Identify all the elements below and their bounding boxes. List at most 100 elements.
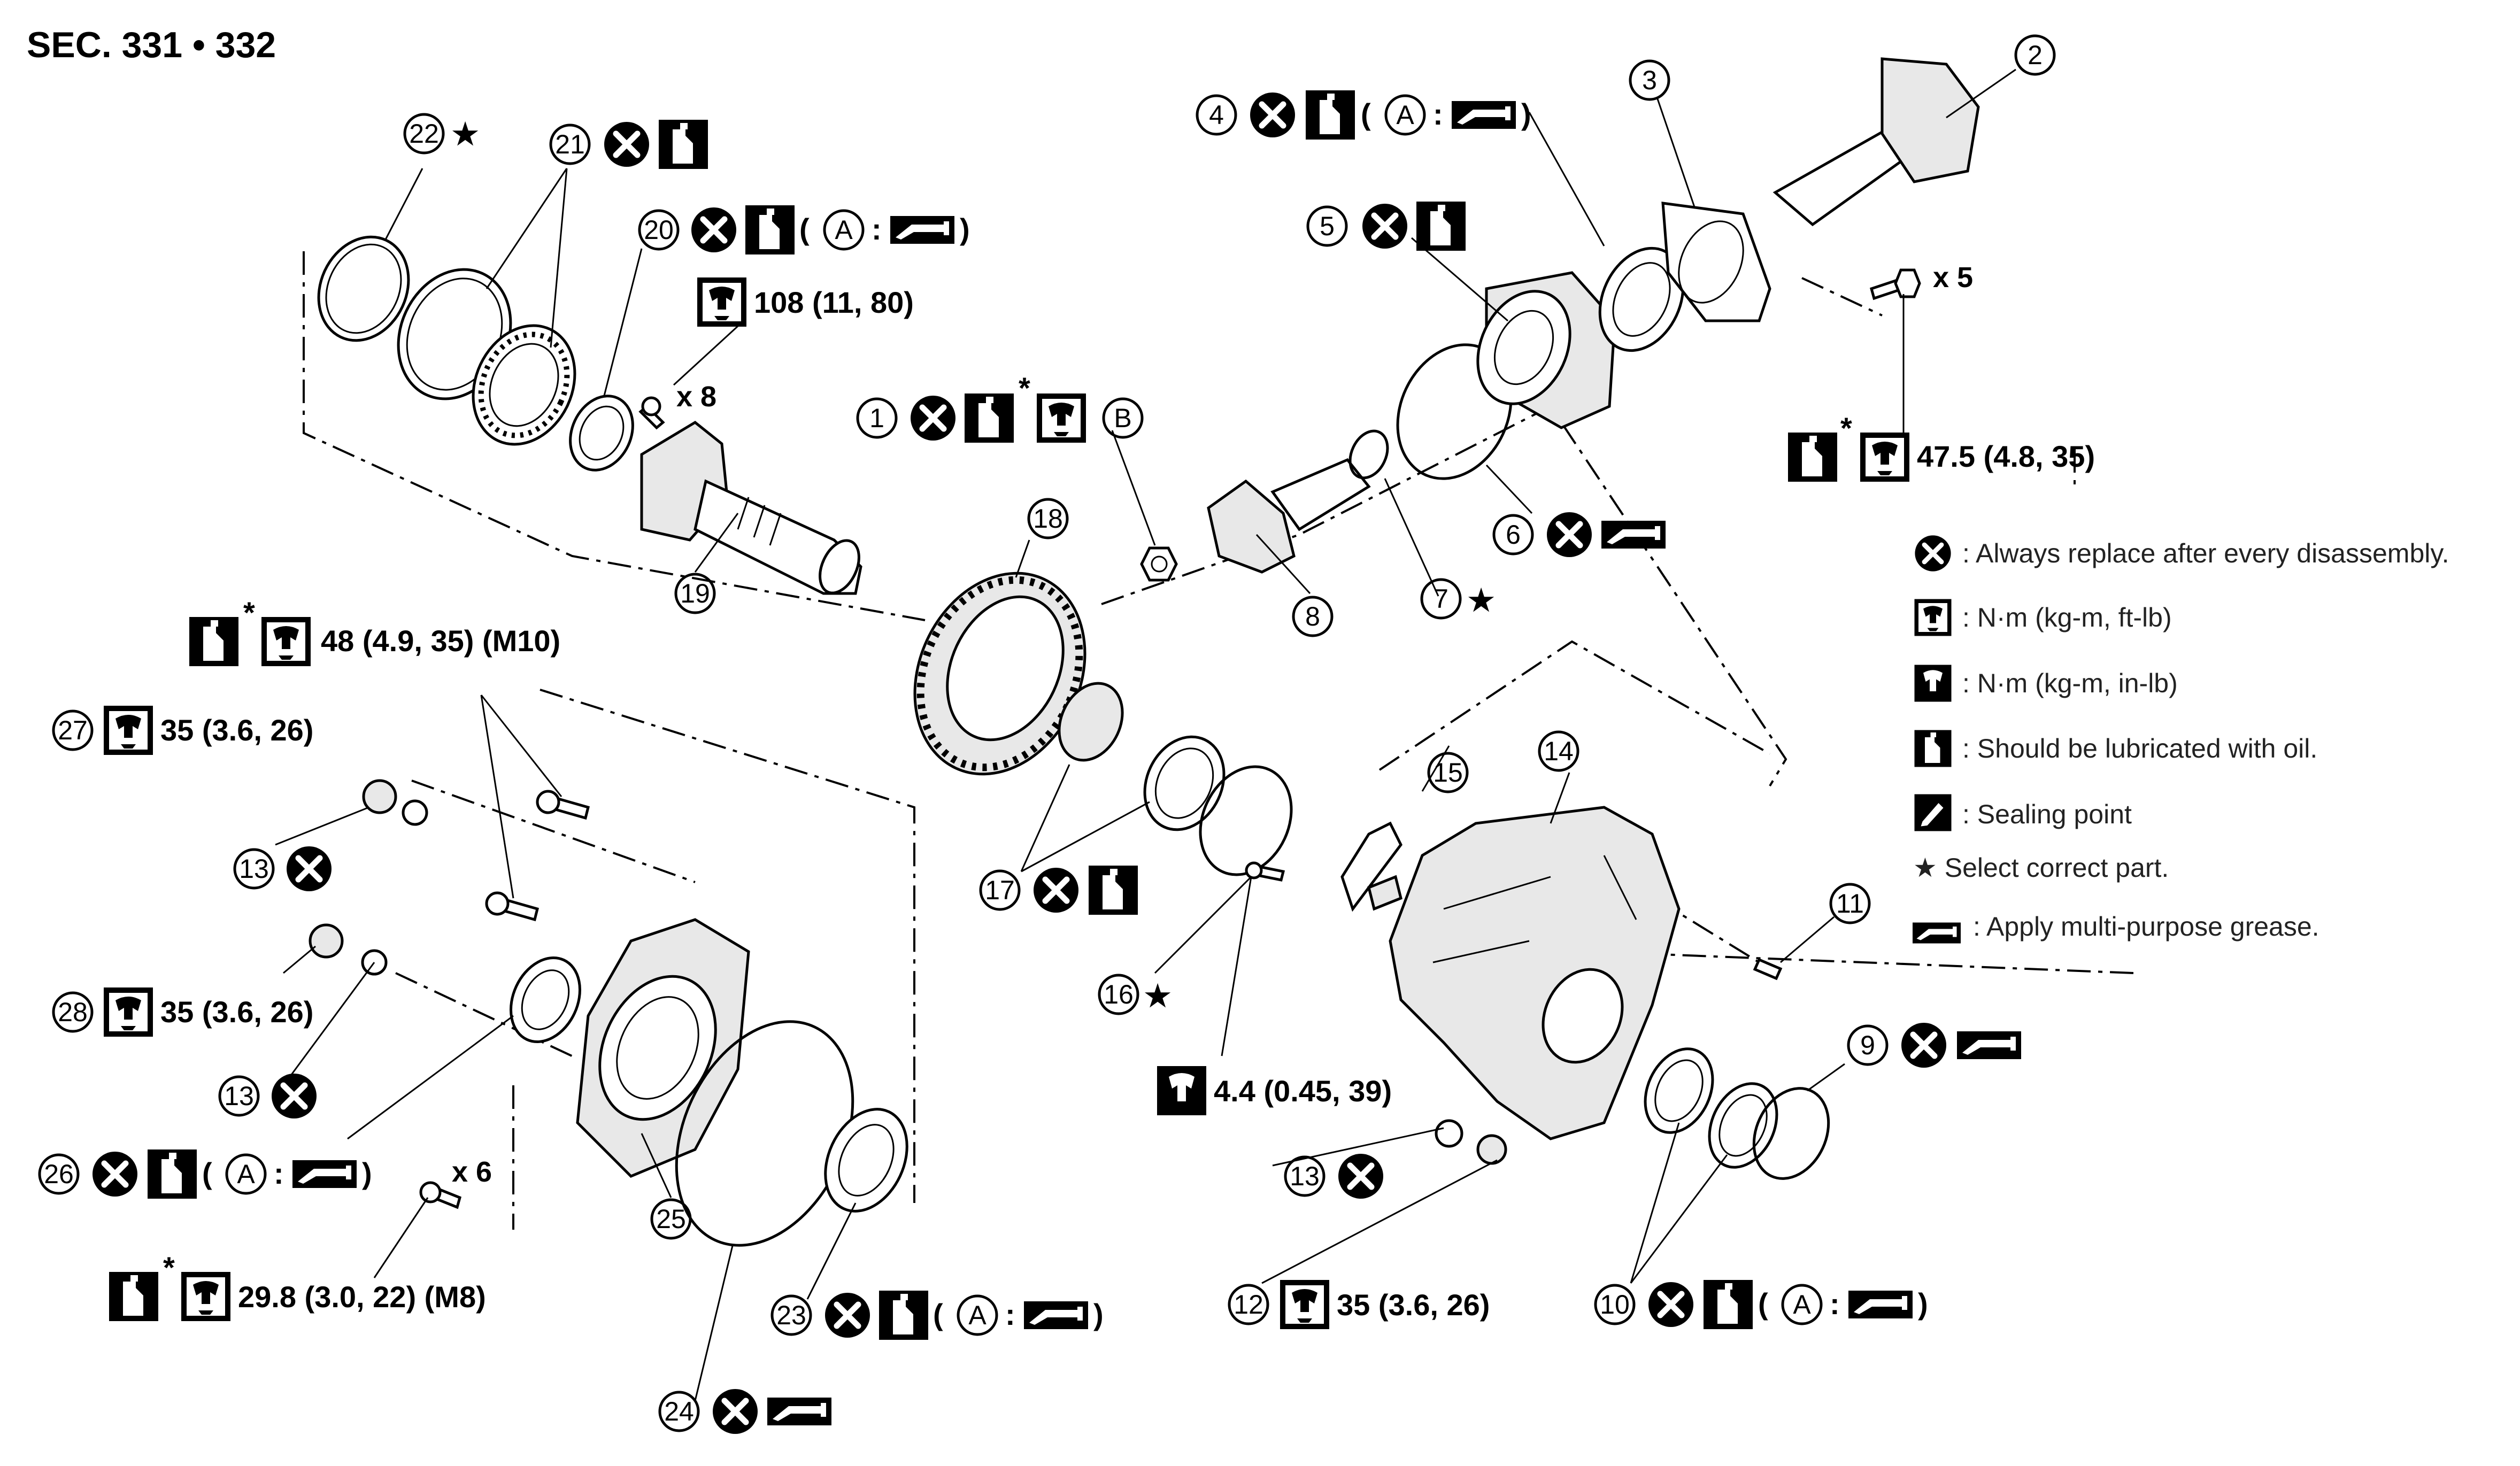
replace-icon <box>604 122 649 167</box>
svg-text:35 (3.6, 26): 35 (3.6, 26) <box>160 713 313 747</box>
svg-text::: : <box>872 212 882 246</box>
svg-text:35 (3.6, 26): 35 (3.6, 26) <box>1337 1288 1490 1322</box>
callout-b: B <box>1102 397 1144 439</box>
part-16-shim <box>1199 765 1293 876</box>
svg-text:17: 17 <box>985 875 1015 905</box>
svg-text:13: 13 <box>1290 1161 1320 1191</box>
torque-icon <box>1860 433 1909 482</box>
svg-text:13: 13 <box>239 854 269 884</box>
replace-icon <box>1250 92 1295 137</box>
svg-text:: N·m (kg-m, ft-lb): : N·m (kg-m, ft-lb) <box>1962 603 2172 632</box>
spec-1: * <box>911 371 1086 443</box>
spec-29: * 29.8 (3.0, 22) (M8) <box>109 1251 486 1321</box>
torque-icon <box>1280 1280 1329 1329</box>
torque-inlb-icon <box>1157 1066 1206 1115</box>
svg-text:4: 4 <box>1209 100 1224 130</box>
svg-text:*: * <box>1840 411 1852 445</box>
spec-4: ( A : ) <box>1250 90 1531 140</box>
svg-text:15: 15 <box>1433 758 1463 788</box>
spec-23: ( A : ) <box>825 1291 1104 1340</box>
svg-text:(: ( <box>933 1298 943 1331</box>
replace-icon <box>691 207 736 252</box>
svg-text:★: ★ <box>1468 583 1494 617</box>
callout-17: 17 <box>979 869 1021 911</box>
svg-text:): ) <box>960 212 970 246</box>
spec-6 <box>1547 512 1666 557</box>
callout-2: 2 <box>2014 34 2056 76</box>
svg-text:26: 26 <box>44 1159 74 1189</box>
svg-text:): ) <box>362 1156 372 1190</box>
grease-icon <box>1024 1301 1088 1329</box>
callout-19: 19 <box>674 573 716 614</box>
part-7-shim <box>1348 429 1389 480</box>
torque-icon <box>697 277 746 327</box>
spec-22: ★ <box>452 117 479 151</box>
svg-text:): ) <box>1918 1287 1928 1321</box>
oil-icon <box>965 393 1014 443</box>
svg-text:: Always replace after every d: : Always replace after every disassembly… <box>1962 538 2449 568</box>
spec-28: 35 (3.6, 26) <box>104 987 313 1037</box>
svg-text:): ) <box>1093 1298 1104 1331</box>
legend-grease: : Apply multi-purpose grease. <box>1913 912 2319 944</box>
torque-icon <box>261 617 311 666</box>
svg-text:13: 13 <box>224 1081 254 1111</box>
svg-text:48 (4.9, 35) (M10): 48 (4.9, 35) (M10) <box>321 624 560 658</box>
part-28-plug <box>309 923 388 976</box>
spec-16: ★ <box>1144 979 1171 1013</box>
svg-text:A: A <box>237 1159 255 1189</box>
svg-text:B: B <box>1114 403 1131 433</box>
spec-17 <box>1034 866 1138 915</box>
torque-icon <box>1037 393 1086 443</box>
callout-27: 27 <box>52 709 94 751</box>
spec-26: ( A : ) <box>93 1149 372 1199</box>
part-27-plug <box>362 779 428 826</box>
spec-13-right <box>1338 1154 1383 1199</box>
part-22-shim <box>317 235 410 342</box>
callout-26: 26 <box>38 1153 80 1195</box>
svg-text:2: 2 <box>2028 40 2043 70</box>
oil-icon <box>1416 202 1466 251</box>
svg-text:A: A <box>835 215 853 245</box>
callout-15: 15 <box>1427 752 1469 793</box>
callout-14: 14 <box>1538 730 1579 772</box>
svg-text:(: ( <box>1758 1287 1768 1321</box>
spec-bolt-6: x 6 <box>452 1156 492 1188</box>
svg-text:A: A <box>968 1300 987 1330</box>
part-5-bearing-retainer <box>1476 271 1616 429</box>
replace-icon <box>911 396 955 441</box>
part-20-bolts <box>638 396 665 430</box>
legend-replace: : Always replace after every disassembly… <box>1915 535 2449 571</box>
svg-text:: N·m (kg-m, in-lb): : N·m (kg-m, in-lb) <box>1962 668 2178 698</box>
part-12-plug <box>1435 1119 1507 1165</box>
part-3-gasket <box>1661 202 1771 322</box>
section-title: SEC. 331 • 332 <box>27 25 276 65</box>
callout-13-right: 13 <box>1284 1155 1325 1197</box>
part-bolts-m10 <box>485 790 590 922</box>
part-23-oil-seal <box>824 1108 908 1213</box>
part-5-bolts <box>1869 268 1921 300</box>
svg-text:12: 12 <box>1234 1290 1263 1320</box>
svg-text:4.4 (0.45, 39): 4.4 (0.45, 39) <box>1214 1074 1392 1108</box>
svg-text:★: ★ <box>1144 979 1171 1013</box>
replace-icon <box>1648 1282 1693 1327</box>
spec-7: ★ <box>1468 583 1494 617</box>
svg-text::: : <box>274 1156 284 1190</box>
part-14-carrier <box>1389 806 1681 1140</box>
svg-text:A: A <box>1396 100 1414 130</box>
svg-text:*: * <box>1019 371 1030 405</box>
oil-icon <box>189 617 238 666</box>
replace-icon <box>1034 868 1078 913</box>
legend-star: ★ Select correct part. <box>1913 853 2169 883</box>
spec-4-4: 4.4 (0.45, 39) <box>1157 1066 1392 1115</box>
oil-icon <box>1089 866 1138 915</box>
callout-6: 6 <box>1492 514 1534 555</box>
oil-icon <box>1306 90 1355 140</box>
svg-text:8: 8 <box>1305 601 1320 631</box>
callout-12: 12 <box>1228 1284 1269 1325</box>
spec-48: * 48 (4.9, 35) (M10) <box>189 596 560 666</box>
torque-ftlb-icon <box>1914 599 1952 636</box>
grease-icon <box>1848 1291 1913 1318</box>
callout-23: 23 <box>770 1294 812 1336</box>
callout-28: 28 <box>52 991 94 1033</box>
